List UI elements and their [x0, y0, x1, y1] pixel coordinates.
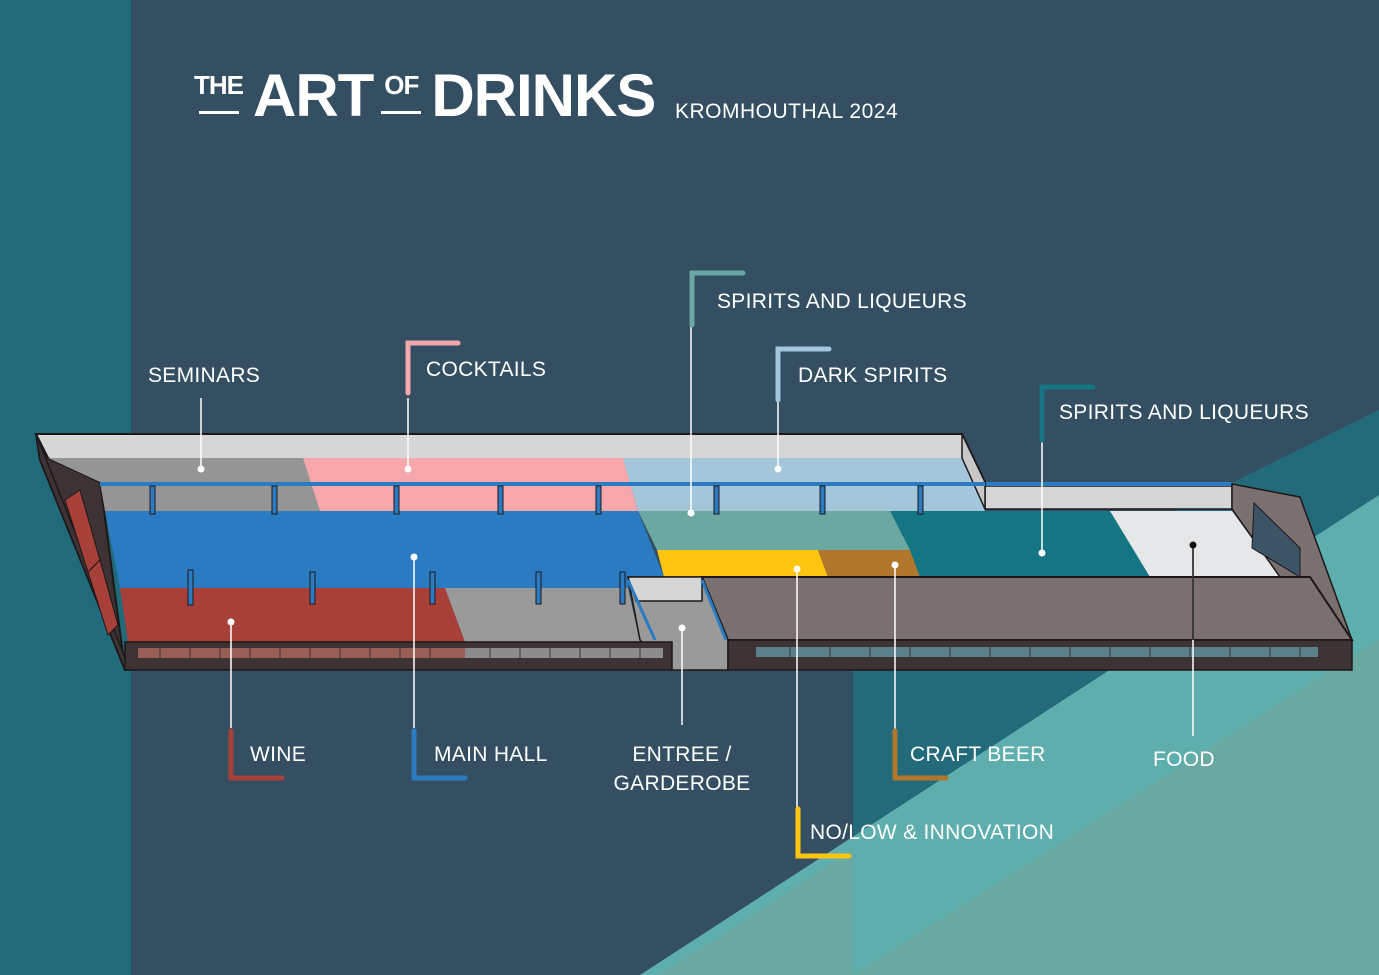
roof: [700, 576, 1354, 641]
zone-spirits-liqueurs-2[interactable]: [890, 511, 1150, 577]
label-craft-beer: CRAFT BEER: [910, 743, 1046, 766]
label-seminars: SEMINARS: [148, 364, 261, 387]
title-the: THE: [194, 72, 244, 114]
page-title: THE ART OF DRINKS: [194, 66, 663, 126]
bracket-spirits-1: [689, 270, 746, 328]
label-wine: WINE: [250, 743, 307, 766]
title-of: OF: [381, 72, 422, 114]
label-no-low: NO/LOW & INNOVATION: [810, 821, 1055, 844]
zone-no-low[interactable]: [657, 550, 828, 577]
bracket-craft-beer: [892, 728, 949, 781]
bracket-no-low: [795, 806, 852, 859]
bracket-cocktails: [405, 340, 461, 396]
bracket-wine: [228, 728, 285, 781]
bracket-dark-spirits: [775, 346, 832, 403]
bracket-main-hall: [411, 728, 468, 781]
zone-spirits-liqueurs-1[interactable]: [638, 511, 915, 550]
label-food: FOOD: [1153, 748, 1215, 771]
bracket-spirits-2: [1039, 384, 1096, 443]
label-cocktails: COCKTAILS: [426, 358, 547, 381]
label-spirits-liqueurs-1: SPIRITS AND LIQUEURS: [717, 290, 967, 313]
zone-craft-beer[interactable]: [818, 550, 920, 577]
title-drinks: DRINKS: [431, 62, 656, 129]
label-entree-line1: ENTREE /: [632, 743, 732, 766]
subtitle: KROMHOUTHAL 2024: [675, 100, 899, 123]
label-entree-line2: GARDEROBE: [613, 772, 751, 795]
label-spirits-liqueurs-2: SPIRITS AND LIQUEURS: [1059, 401, 1309, 424]
zone-wine[interactable]: [120, 588, 465, 642]
label-dark-spirits: DARK SPIRITS: [798, 364, 948, 387]
zone-main-hall[interactable]: [105, 511, 664, 588]
label-entree: ENTREE / GARDEROBE: [608, 740, 756, 798]
title-art: ART: [253, 62, 374, 129]
label-main-hall: MAIN HALL: [434, 743, 548, 766]
